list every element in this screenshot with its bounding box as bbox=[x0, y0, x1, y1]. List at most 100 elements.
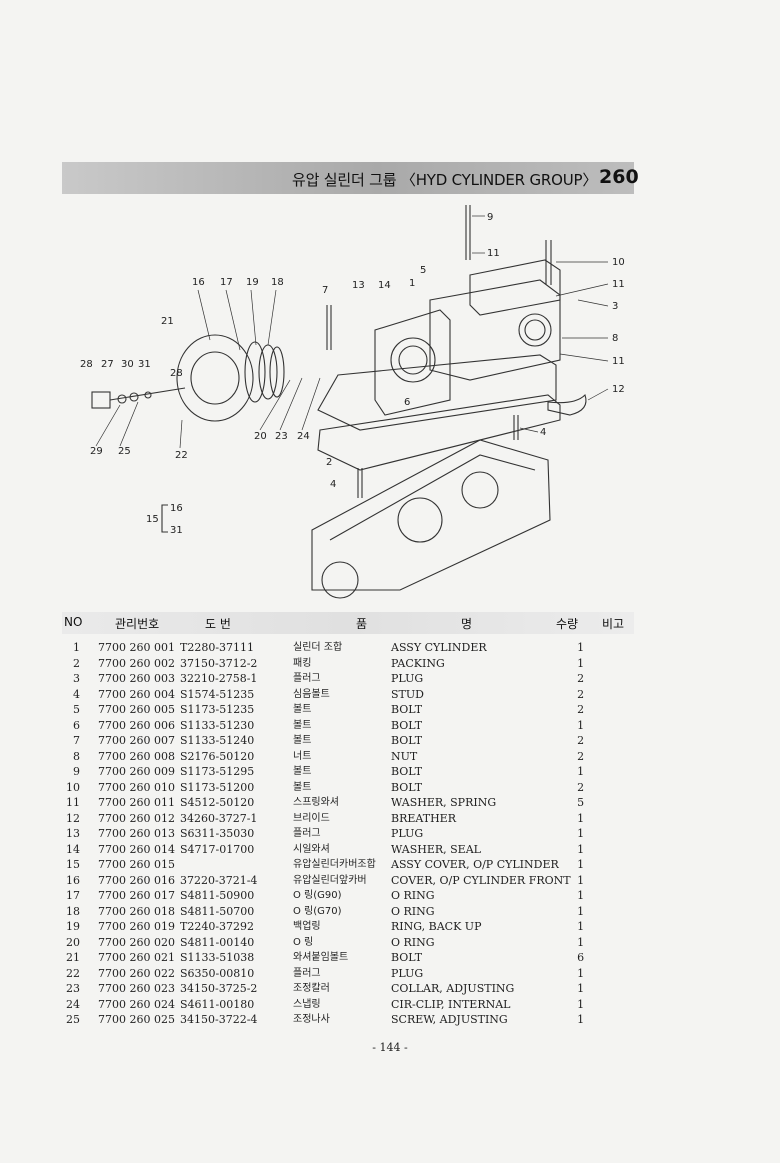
part-name-en: WASHER, SEAL bbox=[391, 842, 481, 856]
part-name-kr: 심음볼트 bbox=[293, 688, 330, 700]
mgmt-number: 7700 260 011 bbox=[98, 796, 175, 809]
mgmt-number: 7700 260 009 bbox=[98, 765, 175, 778]
part-name-kr: 조정칼러 bbox=[293, 983, 330, 994]
part-name-kr: 조정나사 bbox=[293, 1014, 330, 1025]
group-number: 260 bbox=[599, 166, 639, 188]
drawing-number: S4811-50700 bbox=[180, 904, 255, 918]
callout-9: 9 bbox=[487, 212, 493, 223]
breather bbox=[547, 393, 587, 416]
callout-28: 28 bbox=[80, 359, 93, 370]
part-name-en: CIR-CLIP, INTERNAL bbox=[391, 997, 511, 1011]
part-name-en: PLUG bbox=[391, 672, 424, 685]
quantity: 2 bbox=[577, 687, 585, 701]
exploded-parts-diagram: 16 17 19 18 7 13 14 5 1 9 11 10 11 3 8 1… bbox=[80, 205, 625, 599]
part-no: 11 bbox=[66, 796, 80, 809]
callout-11: 11 bbox=[612, 279, 625, 290]
mgmt-number: 7700 260 015 bbox=[98, 858, 175, 871]
callout-19: 19 bbox=[246, 277, 259, 288]
front-cover bbox=[176, 334, 254, 422]
part-name-kr: 볼트 bbox=[293, 704, 312, 715]
quantity: 1 bbox=[577, 873, 585, 887]
part-name-en: BREATHER bbox=[391, 811, 456, 825]
mgmt-number: 7700 260 024 bbox=[98, 997, 175, 1011]
mgmt-number: 7700 260 016 bbox=[98, 873, 175, 887]
quantity: 1 bbox=[577, 811, 585, 825]
part-name-en: PLUG bbox=[391, 966, 424, 980]
col-header-no: NO bbox=[64, 615, 83, 629]
callout-22: 22 bbox=[175, 450, 188, 461]
mgmt-number: 7700 260 003 bbox=[98, 672, 175, 685]
drawing-number bbox=[180, 857, 293, 873]
part-no: 23 bbox=[66, 982, 80, 995]
drawing-number: S1133-51240 bbox=[180, 734, 255, 747]
part-name-en: COVER, O/P CYLINDER FRONT bbox=[391, 873, 571, 887]
part-name-en: ASSY COVER, O/P CYLINDER bbox=[391, 858, 559, 871]
callout-29: 29 bbox=[90, 446, 103, 457]
plug-28 bbox=[91, 391, 111, 409]
part-name-kr: 볼트 bbox=[293, 781, 312, 793]
quantity: 1 bbox=[577, 656, 585, 670]
drawing-number: 32210-2758-1 bbox=[180, 672, 258, 685]
part-name-kr: 플러그 bbox=[293, 673, 321, 684]
part-no: 6 bbox=[73, 718, 80, 732]
cylinder-body bbox=[429, 279, 561, 381]
callout-2: 2 bbox=[326, 457, 332, 468]
part-name-kr: O 링(G90) bbox=[293, 890, 342, 901]
callout-28: 28 bbox=[170, 368, 183, 379]
drawing-number: T2280-37111 bbox=[180, 641, 255, 654]
part-no: 4 bbox=[73, 687, 80, 701]
cover-plate bbox=[317, 354, 557, 431]
drawing-number: S1173-51235 bbox=[180, 703, 255, 716]
callout-24: 24 bbox=[297, 431, 310, 442]
table-header-bar bbox=[62, 612, 634, 634]
part-name-en: SCREW, ADJUSTING bbox=[391, 1013, 508, 1026]
part-name-kr: 패킹 bbox=[293, 657, 312, 669]
drawing-number: S1133-51038 bbox=[180, 951, 255, 964]
part-name-en: RING, BACK UP bbox=[391, 920, 482, 933]
part-name-en: BOLT bbox=[391, 951, 423, 964]
part-no: 19 bbox=[66, 920, 80, 933]
mgmt-number: 7700 260 023 bbox=[98, 982, 175, 995]
callout-11: 11 bbox=[487, 248, 500, 259]
quantity: 1 bbox=[577, 827, 585, 840]
col-header-drawing: 도 번 bbox=[205, 617, 231, 631]
part-no: 8 bbox=[73, 749, 80, 763]
mgmt-number: 7700 260 014 bbox=[98, 842, 175, 856]
drawing-number: S6350-00810 bbox=[180, 966, 255, 980]
page-title: 유압 실린더 그룹 〈HYD CYLINDER GROUP〉 bbox=[292, 171, 598, 189]
col-header-qty: 수량 bbox=[556, 617, 579, 631]
part-name-en: BOLT bbox=[391, 765, 423, 778]
mgmt-number: 7700 260 012 bbox=[98, 811, 175, 825]
drawing-number: S4811-50900 bbox=[180, 889, 255, 902]
part-no: 18 bbox=[66, 904, 80, 918]
callout-31: 31 bbox=[170, 525, 183, 536]
part-name-en: PACKING bbox=[391, 656, 445, 670]
quantity: 2 bbox=[577, 780, 585, 794]
callout-7: 7 bbox=[322, 285, 328, 296]
part-no: 14 bbox=[66, 842, 80, 856]
quantity: 1 bbox=[577, 982, 585, 995]
part-no: 12 bbox=[66, 811, 80, 825]
drawing-number: S4717-01700 bbox=[180, 842, 255, 856]
quantity: 2 bbox=[577, 703, 585, 716]
part-name-kr: 시일와셔 bbox=[293, 843, 330, 855]
part-name-en: NUT bbox=[391, 749, 418, 763]
part-no: 13 bbox=[66, 827, 80, 840]
callout-23: 23 bbox=[275, 431, 288, 442]
callout-17: 17 bbox=[220, 277, 233, 288]
mgmt-number: 7700 260 001 bbox=[98, 641, 175, 654]
packing-gasket bbox=[317, 394, 561, 471]
part-name-en: COLLAR, ADJUSTING bbox=[391, 982, 515, 995]
part-name-en: STUD bbox=[391, 687, 424, 701]
callout-21: 21 bbox=[161, 316, 174, 327]
callout-4: 4 bbox=[540, 427, 546, 438]
